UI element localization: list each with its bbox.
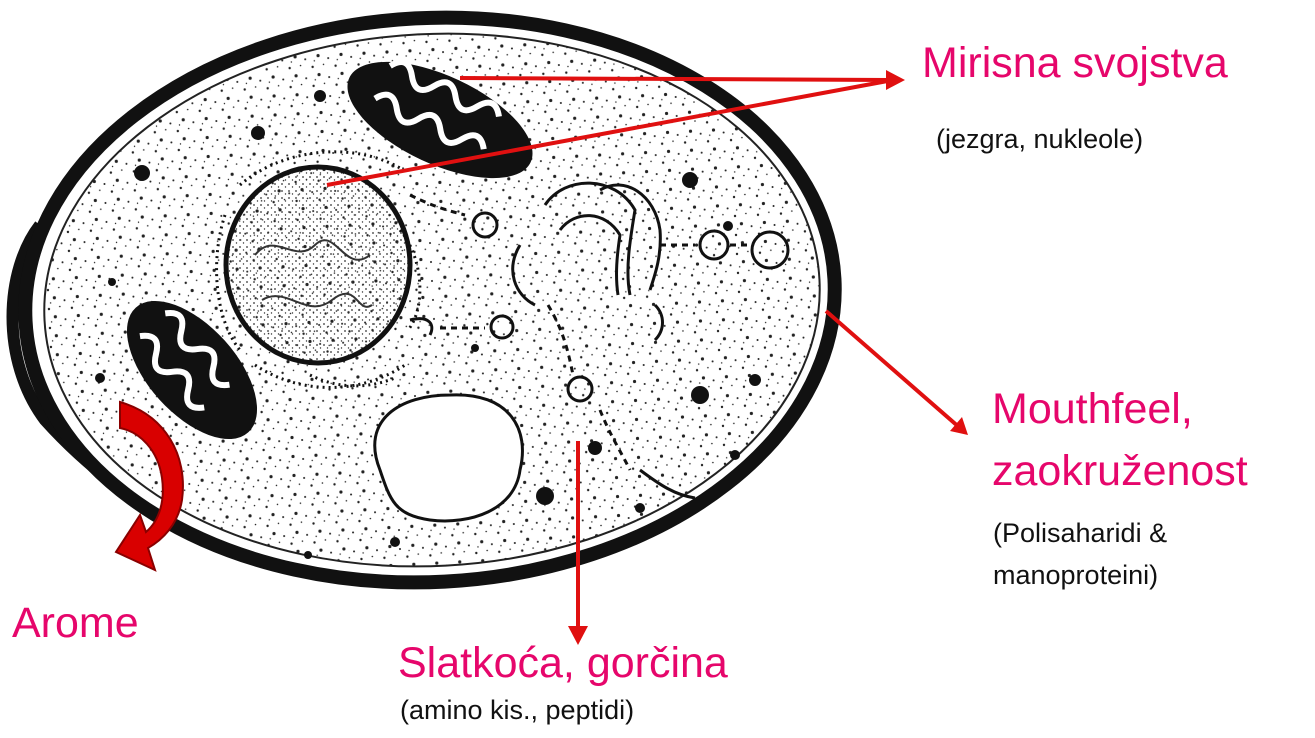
label-manoproteini: manoproteini): [993, 559, 1158, 591]
label-polisaharidi: (Polisaharidi &: [993, 517, 1167, 549]
label-amino-peptidi: (amino kis., peptidi): [400, 694, 634, 726]
label-slatkoca-gorcina: Slatkoća, gorčina: [398, 640, 728, 686]
vacuole: [375, 395, 523, 521]
label-zaokruzenost: zaokruženost: [992, 448, 1248, 494]
label-jezgra-nukleole: (jezgra, nukleole): [936, 123, 1143, 155]
label-mirisna-svojstva: Mirisna svojstva: [922, 40, 1228, 86]
nucleus: [226, 167, 410, 363]
label-mouthfeel: Mouthfeel,: [992, 386, 1193, 432]
label-arome: Arome: [12, 600, 139, 646]
